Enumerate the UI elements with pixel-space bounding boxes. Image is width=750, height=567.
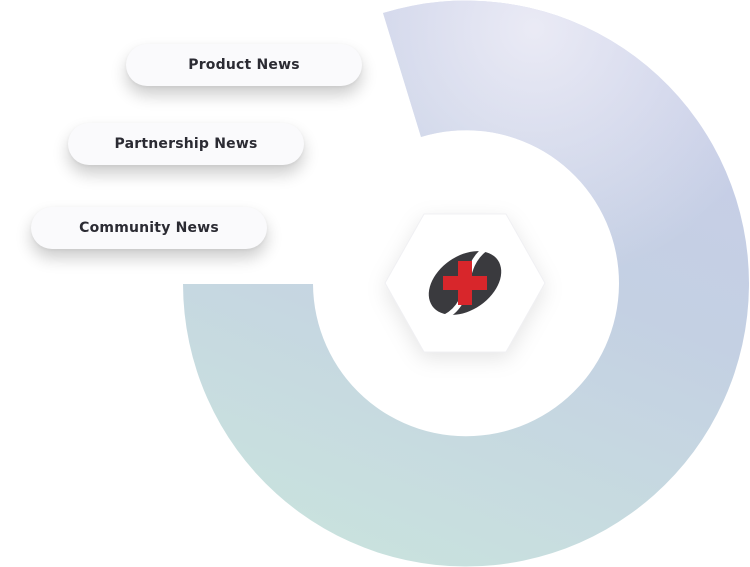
hexagon-logo-badge [384,213,546,353]
ring-highlight [183,0,749,567]
partnership-news-link[interactable]: Partnership News [68,123,304,165]
brand-logo-icon [428,246,502,320]
product-news-link[interactable]: Product News [126,44,362,86]
community-news-link[interactable]: Community News [31,207,267,249]
